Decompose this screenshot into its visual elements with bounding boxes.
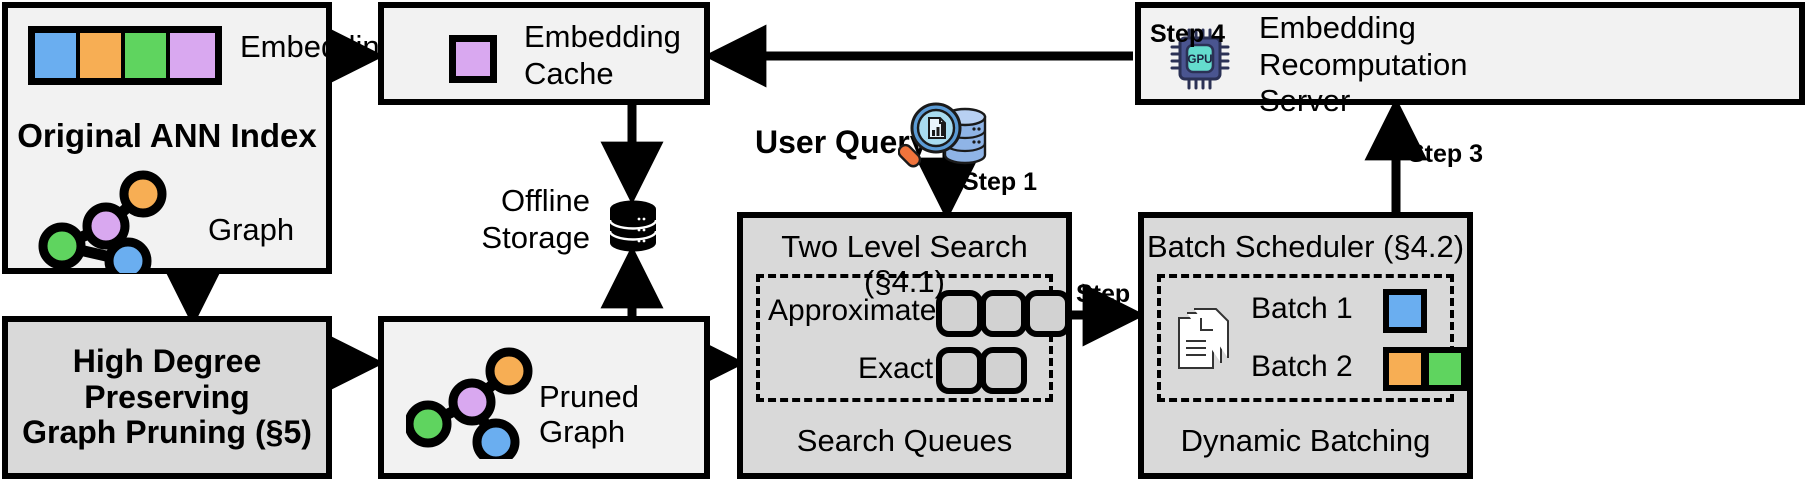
queue-cell[interactable] [980, 347, 1027, 394]
two-level-search-box: Two Level Search (§4.1) Approximate Exac… [737, 212, 1072, 479]
approximate-label: Approximate [768, 294, 937, 327]
batch-square [1383, 289, 1427, 333]
batch-2-squares [1383, 347, 1467, 391]
queue-cell[interactable] [936, 290, 983, 337]
embedding-cache-title: Embedding Cache [524, 19, 681, 92]
graph-pruning-box: High Degree Preserving Graph Pruning (§5… [2, 316, 332, 479]
step3-label: Step 3 [1408, 140, 1484, 168]
offline-storage-label: Offline Storage [481, 183, 590, 256]
batch-1-squares [1383, 289, 1427, 333]
dynamic-batching-panel: Batch 1 Batch 2 [1157, 274, 1467, 402]
original-index-graph [38, 170, 167, 273]
embedding-cell-4 [170, 33, 215, 78]
query-magnifier-database-icon [898, 102, 987, 168]
batch-square [1383, 347, 1427, 391]
graph-pruning-title: High Degree Preserving Graph Pruning (§5… [22, 342, 312, 451]
queue-cell[interactable] [1024, 290, 1071, 337]
pruned-graph-svg [406, 347, 533, 459]
original-ann-index-title: Original ANN Index [17, 117, 317, 154]
documents-stack-icon [1178, 308, 1229, 369]
pruned-graph-box: Pruned Graph [378, 316, 710, 479]
search-queues-footer: Search Queues [796, 423, 1013, 458]
graph-node-orange [485, 347, 533, 395]
step1-label: Step 1 [962, 168, 1038, 196]
gpu-chip-icon: GPU [1170, 28, 1230, 90]
queue-cell[interactable] [936, 347, 983, 394]
batch-1-label: Batch 1 [1251, 292, 1353, 325]
pruned-graph-title: Pruned Graph [539, 379, 639, 449]
exact-queue-row [936, 347, 1027, 394]
database-cylinder-icon [608, 200, 658, 252]
embedding-cell-2 [80, 33, 125, 78]
embedding-cache-box: Embedding Cache [378, 2, 710, 105]
embedding-label: Embedding [240, 29, 397, 64]
recomputation-server-title: Embedding Recomputation Server [1259, 10, 1468, 119]
search-queues-panel: Approximate Exact [756, 274, 1071, 402]
graph-node-green [406, 400, 452, 448]
gpu-chip-text: GPU [1188, 54, 1213, 66]
graph-node-orange [119, 170, 167, 218]
batch-scheduler-box: Batch Scheduler (§4.2) Batch 1 Batch 2 [1138, 212, 1473, 479]
dynamic-batching-footer: Dynamic Batching [1180, 423, 1431, 458]
approximate-queue-row [936, 290, 1071, 337]
batch-square [1423, 347, 1467, 391]
graph-label: Graph [208, 212, 295, 247]
two-level-search-title: Two Level Search (§4.1) [781, 229, 1028, 299]
cache-embedding-square [449, 35, 497, 83]
recomputation-server-box: GPU Embedding Recomputation Server [1135, 2, 1805, 118]
batch-2-label: Batch 2 [1251, 350, 1353, 383]
original-ann-index-box: Embedding Original ANN Index Graph [2, 2, 397, 274]
graph-node-green [38, 222, 86, 270]
embedding-cell-1 [35, 33, 80, 78]
graph-node-purple [448, 378, 496, 426]
graph-node-purple [82, 202, 130, 250]
embedding-cell-3 [125, 33, 170, 78]
exact-label: Exact [858, 352, 934, 385]
step4-label: Step 4 [1150, 20, 1226, 48]
graph-node-blue [104, 237, 152, 273]
queue-cell[interactable] [980, 290, 1027, 337]
embedding-strip [28, 26, 222, 85]
graph-node-blue [472, 418, 520, 459]
batch-scheduler-title: Batch Scheduler (§4.2) [1146, 229, 1465, 264]
